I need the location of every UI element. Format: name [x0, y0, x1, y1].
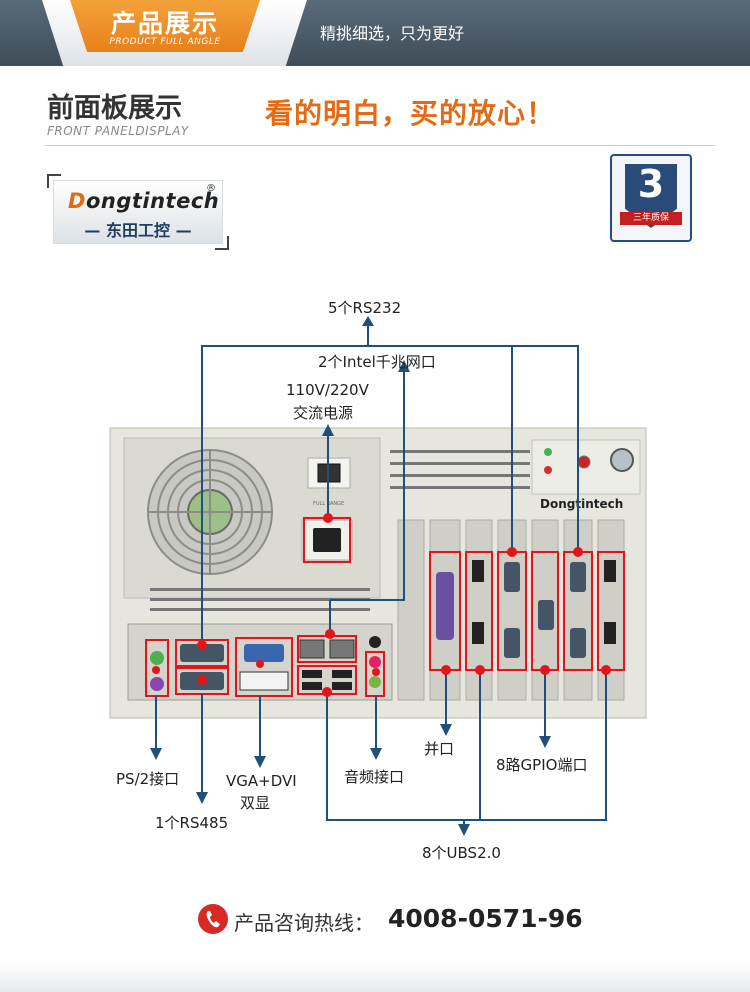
- brand-logo-initial: D: [68, 189, 86, 213]
- hotline-number: 4008-0571-96: [388, 904, 583, 933]
- vga-dvi-highlight: [235, 637, 293, 697]
- usb-io-3-icon: [332, 670, 352, 678]
- label-usb: 8个UBS2.0: [422, 844, 501, 862]
- usb-io-1-icon: [302, 670, 322, 678]
- rs232-io-port-icon: [180, 644, 224, 662]
- callout-arrows: [150, 316, 551, 836]
- usb-card-2a-icon: [604, 560, 616, 582]
- header-tab-highlight: [70, 0, 260, 52]
- header-tab-subtitle: PRODUCT FULL ANGLE: [109, 37, 221, 47]
- label-intel-lan: 2个Intel千兆网口: [318, 353, 436, 371]
- vent-holes: [150, 450, 530, 611]
- ps2-keyboard-icon: [150, 651, 164, 665]
- hotline: 产品咨询热线： 4008-0571-96: [198, 904, 598, 938]
- brand-logo-name: ongtintech: [85, 189, 220, 213]
- lan-port-2-icon: [329, 639, 355, 659]
- warranty-label: 三年质保: [620, 212, 682, 225]
- brand-logo-text: Dongtintech: [68, 189, 219, 213]
- audio-mic-icon: [369, 656, 381, 668]
- hotline-label: 产品咨询热线：: [234, 911, 374, 935]
- brand-logo: Dongtintech ® — 东田工控 —: [53, 180, 223, 244]
- header-tab-title: 产品展示: [110, 9, 219, 38]
- logo-corner-tl: [47, 174, 61, 188]
- fan-icon: [147, 449, 273, 575]
- power-button-icon: [610, 448, 634, 472]
- brand-logo-cn: — 东田工控 —: [84, 221, 192, 240]
- com-card-2b-icon: [570, 628, 586, 658]
- audio-line-in-icon: [369, 636, 381, 648]
- label-vga-line1: VGA+DVI: [226, 772, 297, 790]
- com-card-1b-icon: [504, 628, 520, 658]
- reset-button-icon: [577, 455, 591, 469]
- vga-port-icon: [244, 644, 284, 662]
- section-divider: [45, 145, 715, 146]
- lan-port-1-icon: [299, 639, 325, 659]
- warranty-years: 3: [637, 162, 665, 206]
- usb-io-2-icon: [302, 682, 322, 690]
- label-rs485: 1个RS485: [155, 814, 229, 832]
- usb-io-4-icon: [332, 682, 352, 690]
- usb-card-1a-icon: [472, 560, 484, 582]
- section-subtitle: FRONT PANELDISPLAY: [47, 124, 189, 138]
- com-card-2a-icon: [570, 562, 586, 592]
- usb-card-1b-icon: [472, 622, 484, 644]
- parallel-port-icon: [436, 572, 454, 640]
- label-gpio: 8路GPIO端口: [496, 756, 588, 774]
- logo-corner-br: [215, 236, 229, 250]
- usb-card-2b-icon: [604, 622, 616, 644]
- label-parallel: 并口: [424, 740, 455, 758]
- brand-logo-registered: ®: [206, 183, 216, 194]
- warranty-badge: 3 三年质保: [610, 154, 692, 242]
- label-audio: 音频接口: [344, 768, 405, 786]
- hdd-led-icon: [544, 466, 552, 474]
- ps2-mouse-icon: [150, 677, 164, 691]
- header-tagline: 精挑细选，只为更好: [320, 24, 465, 43]
- panel-brand: Dongtintech: [540, 497, 623, 511]
- power-led-icon: [544, 448, 552, 456]
- callout-dots: [152, 513, 611, 697]
- label-vga-line2: 双显: [240, 794, 271, 812]
- audio-line-out-icon: [369, 676, 381, 688]
- power-inlet-icon: [313, 528, 341, 552]
- dvi-port-icon: [239, 671, 289, 691]
- phone-icon: [198, 904, 228, 934]
- footer-bar: [0, 962, 750, 992]
- com-card-1a-icon: [504, 562, 520, 592]
- label-ps2: PS/2接口: [116, 770, 180, 788]
- label-power-line2: 交流电源: [293, 404, 354, 422]
- section-slogan: 看的明白，买的放心！: [265, 97, 556, 130]
- label-power-line1: 110V/220V: [286, 381, 369, 399]
- gpio-port-icon: [538, 600, 554, 630]
- label-rs232: 5个RS232: [328, 299, 402, 317]
- section-title: 前面板展示: [47, 93, 182, 124]
- callout-lines: [155, 322, 607, 828]
